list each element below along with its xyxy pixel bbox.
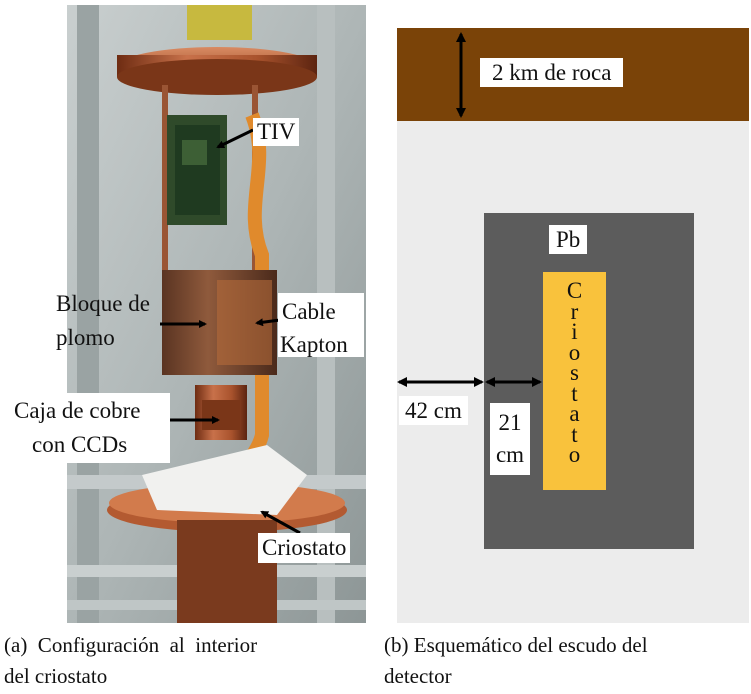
label-tiv: TIV xyxy=(253,118,300,147)
label-box-bg xyxy=(10,393,170,463)
distance-inner-label: 21 cm xyxy=(490,403,530,475)
cryostat-letter: a xyxy=(569,401,580,426)
label-box-line1: Caja de cobre xyxy=(14,398,141,423)
cryostat-letter: t xyxy=(571,421,578,447)
label-cable-line1: Cable xyxy=(282,299,336,324)
cryostat-letter: r xyxy=(570,298,579,324)
cryostat-letter: o xyxy=(568,442,581,467)
cryostat-letter: t xyxy=(571,380,578,406)
label-block-line1: Bloque de xyxy=(56,291,150,316)
cryostat-letter: s xyxy=(570,360,579,385)
distance-inner-line2: cm xyxy=(495,442,525,467)
caption-a-line2: del criostato xyxy=(4,664,108,688)
cryostat-arrow xyxy=(260,510,301,535)
label-cable-bg xyxy=(278,293,364,357)
label-block-line2: plomo xyxy=(56,325,115,350)
cryostat-letter: o xyxy=(568,339,581,365)
caption-b-line2: detector xyxy=(384,664,452,688)
cryostat-letter: i xyxy=(571,319,578,344)
label-cryostat: Criostato xyxy=(258,533,351,564)
lead-label: Pb xyxy=(549,225,588,255)
distance-inner-line1: 21 xyxy=(498,410,522,435)
distance-outer-label: 42 cm xyxy=(399,396,468,426)
caption-a-line1: (a) Configuración al interior xyxy=(4,633,258,657)
caption-b-line1: (b) Esquemático del escudo del xyxy=(384,633,648,657)
label-cable-line2: Kapton xyxy=(280,332,348,357)
tiv-arrow xyxy=(216,128,254,149)
cable-arrow xyxy=(255,318,281,327)
rock-label: 2 km de roca xyxy=(480,58,624,88)
cryostat-letter: C xyxy=(566,278,583,303)
label-box-line2: con CCDs xyxy=(32,432,128,457)
